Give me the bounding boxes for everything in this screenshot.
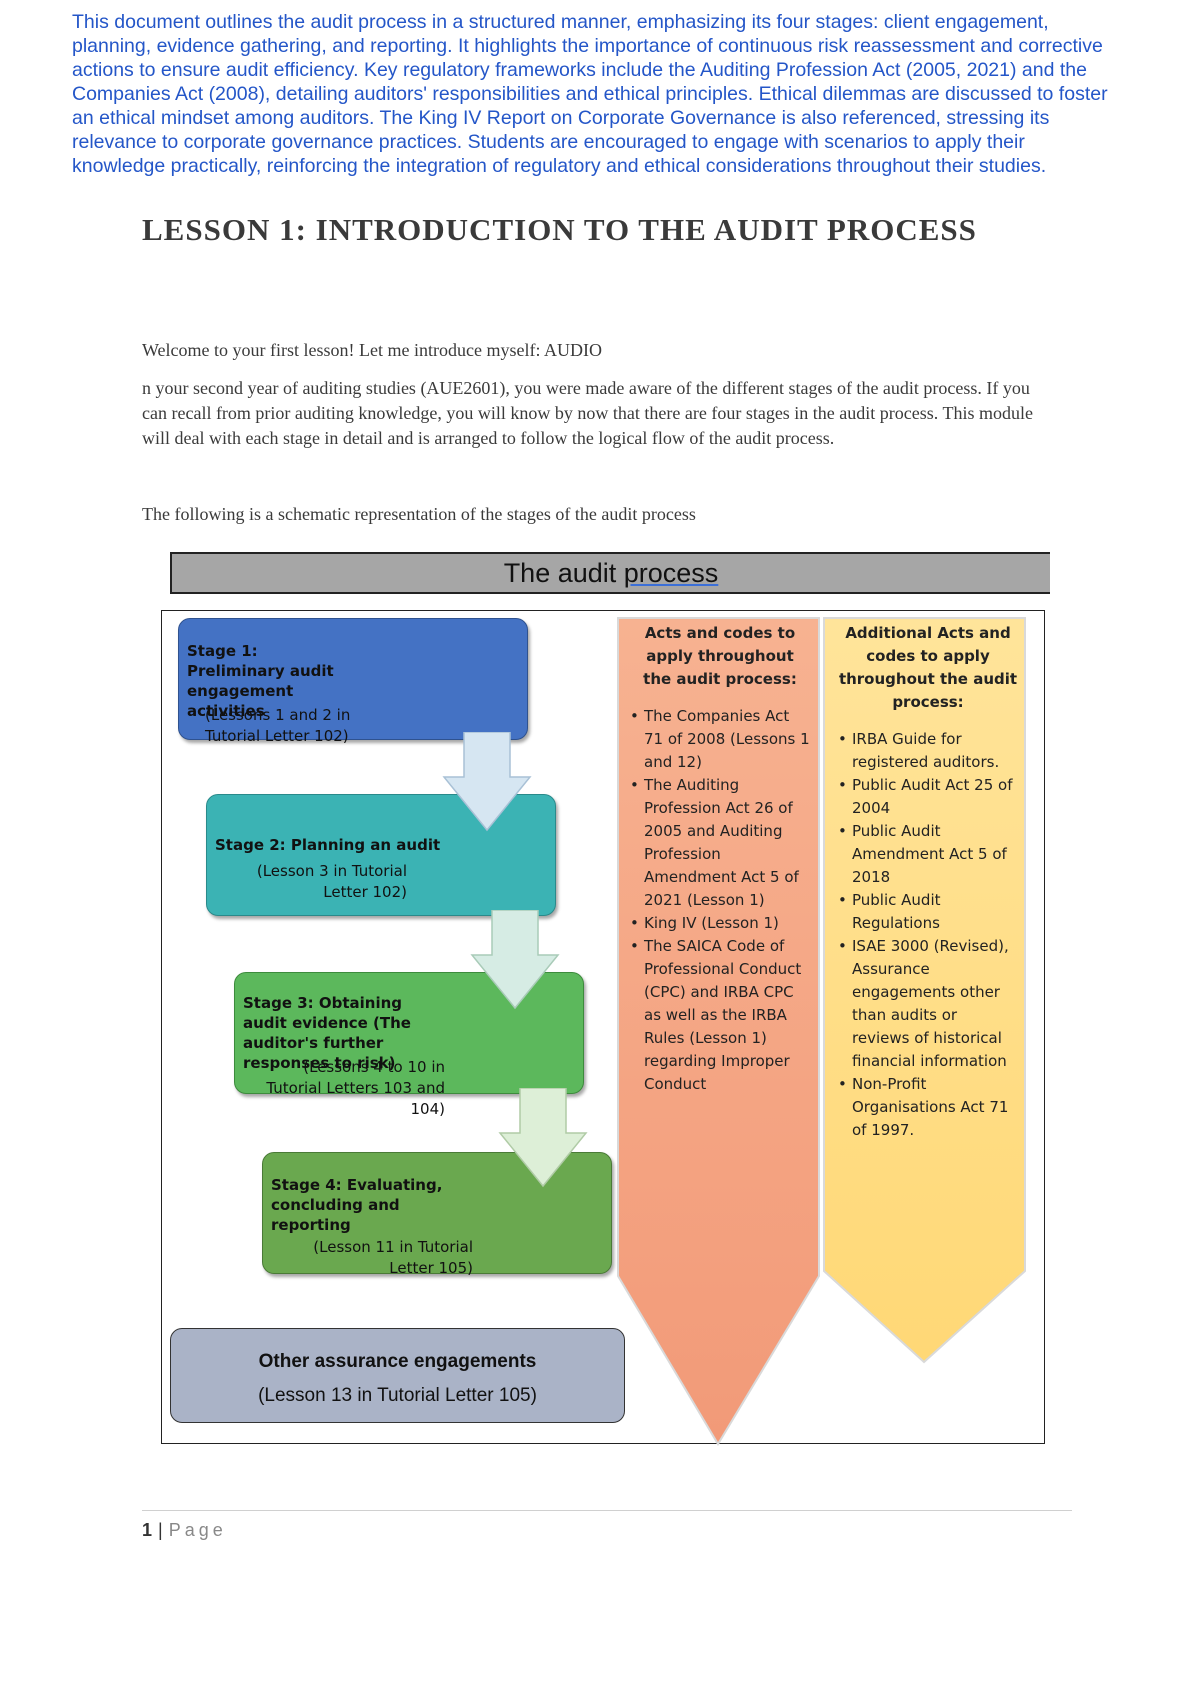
acts-item: The SAICA Code of Professional Conduct (… bbox=[630, 935, 810, 1096]
additional-acts-item: IRBA Guide for registered auditors. bbox=[838, 728, 1018, 774]
stage-3-reference: (Lessons 4 to 10 in Tutorial Letters 103… bbox=[266, 1058, 445, 1118]
page-label: Page bbox=[168, 1520, 227, 1540]
additional-acts-item: Public Audit Amendment Act 5 of 2018 bbox=[838, 820, 1018, 889]
other-assurance-title: Other assurance engagements bbox=[258, 1351, 537, 1372]
additional-acts-list: IRBA Guide for registered auditors. Publ… bbox=[838, 728, 1018, 1142]
diagram-frame bbox=[161, 610, 1045, 1444]
lesson-title: LESSON 1: INTRODUCTION TO THE AUDIT PROC… bbox=[142, 212, 977, 247]
down-arrow-icon bbox=[442, 732, 532, 832]
footer-separator: | bbox=[158, 1520, 163, 1540]
diagram-header-text: The audit process bbox=[503, 557, 719, 588]
acts-list: The Companies Act 71 of 2008 (Lessons 1 … bbox=[630, 705, 810, 1096]
down-arrow-icon bbox=[498, 1088, 588, 1188]
acts-column: Acts and codes to apply throughout the a… bbox=[630, 622, 810, 1096]
stage-1-title: Stage 1: Preliminary audit engagement ac… bbox=[187, 642, 334, 720]
stage-3-title: Stage 3: Obtaining audit evidence (The a… bbox=[243, 994, 411, 1072]
additional-acts-item: ISAE 3000 (Revised), Assurance engagemen… bbox=[838, 935, 1018, 1073]
additional-acts-column: Additional Acts and codes to apply throu… bbox=[838, 622, 1018, 1142]
acts-item: The Companies Act 71 of 2008 (Lessons 1 … bbox=[630, 705, 810, 774]
stage-4-title: Stage 4: Evaluating, concluding and repo… bbox=[271, 1176, 443, 1234]
welcome-paragraph: Welcome to your first lesson! Let me int… bbox=[142, 340, 602, 360]
additional-acts-title: Additional Acts and codes to apply throu… bbox=[838, 624, 1018, 711]
down-arrow-icon bbox=[470, 910, 560, 1010]
intro-paragraph: n your second year of auditing studies (… bbox=[142, 378, 1033, 448]
document-summary: This document outlines the audit process… bbox=[72, 11, 1108, 177]
additional-acts-item: Public Audit Regulations bbox=[838, 889, 1018, 935]
stage-2-reference: (Lesson 3 in Tutorial Letter 102) bbox=[256, 862, 407, 901]
other-assurance-reference: (Lesson 13 in Tutorial Letter 105) bbox=[258, 1385, 537, 1406]
additional-acts-item: Non-Profit Organisations Act 71 of 1997. bbox=[838, 1073, 1018, 1142]
acts-item: The Auditing Profession Act 26 of 2005 a… bbox=[630, 774, 810, 912]
page-number: 1 bbox=[142, 1520, 153, 1540]
stage-2-title: Stage 2: Planning an audit bbox=[215, 836, 441, 854]
stage-4-reference: (Lesson 11 in Tutorial Letter 105) bbox=[313, 1238, 473, 1277]
other-assurance-box: Other assurance engagements (Lesson 13 i… bbox=[170, 1328, 625, 1423]
page-footer: 1|Page bbox=[142, 1520, 227, 1541]
footer-divider bbox=[142, 1510, 1072, 1511]
audit-process-diagram: The audit process Acts and codes to appl… bbox=[160, 552, 1060, 1452]
stage-1-box: Stage 1: Preliminary audit engagement ac… bbox=[178, 618, 528, 745]
schematic-paragraph: The following is a schematic representat… bbox=[142, 504, 696, 524]
additional-acts-item: Public Audit Act 25 of 2004 bbox=[838, 774, 1018, 820]
acts-column-title: Acts and codes to apply throughout the a… bbox=[643, 624, 797, 688]
diagram-header: The audit process bbox=[170, 552, 1050, 594]
stage-1-reference: (Lessons 1 and 2 in Tutorial Letter 102) bbox=[205, 706, 351, 745]
acts-item: King IV (Lesson 1) bbox=[630, 912, 810, 935]
